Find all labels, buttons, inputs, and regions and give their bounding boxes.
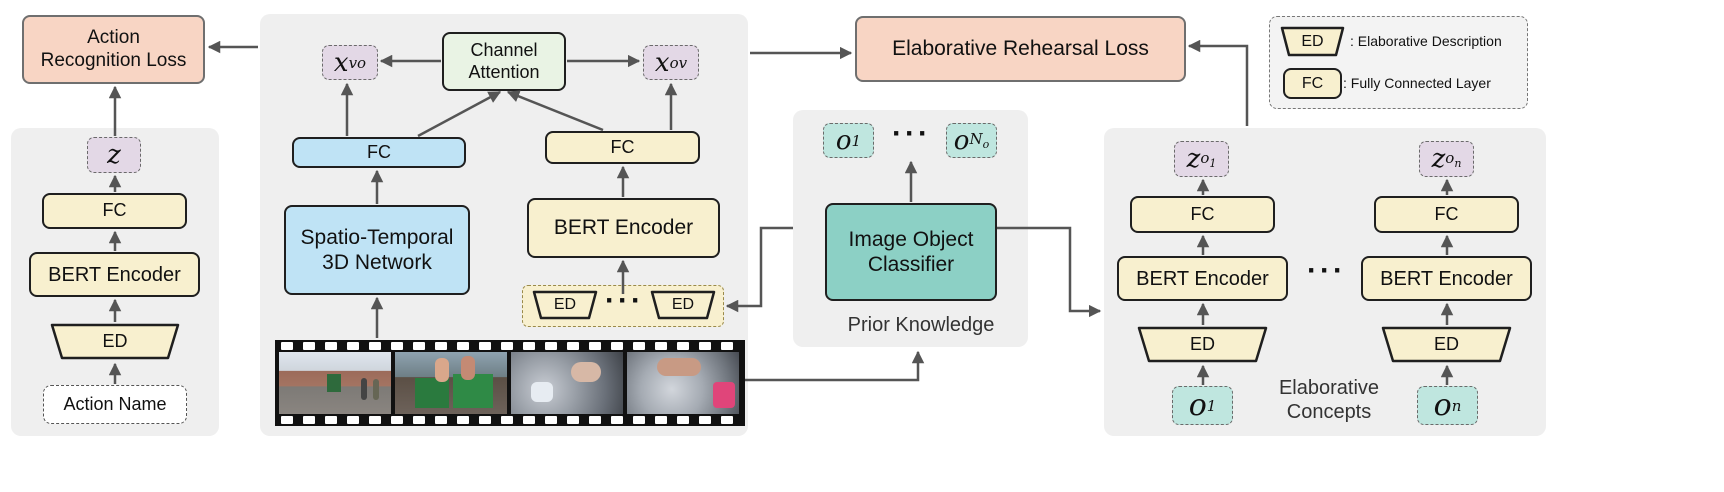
film-perforation	[347, 416, 359, 424]
film-perforation	[655, 342, 667, 350]
film-perforation	[545, 342, 557, 350]
right-ellipsis: ···	[1307, 254, 1346, 287]
film-perforation	[589, 416, 601, 424]
arrow-concepts-to-rehearsal-loss	[1187, 39, 1249, 126]
legend-ed-icon: ED	[1280, 26, 1345, 57]
film-perforation	[391, 342, 403, 350]
film-perforation	[721, 416, 733, 424]
right-fc-box-1: FC	[1130, 196, 1275, 233]
center-ellipsis: ···	[605, 284, 644, 317]
film-perforation	[721, 342, 733, 350]
film-perforation	[479, 342, 491, 350]
video-frame-2	[395, 352, 507, 414]
film-perforation	[523, 416, 535, 424]
film-perforation	[325, 416, 337, 424]
film-perforation	[457, 416, 469, 424]
film-perforation	[369, 416, 381, 424]
film-perforation	[501, 416, 513, 424]
video-frame-1	[279, 352, 391, 414]
film-perforation	[589, 342, 601, 350]
right-fc-box-n: FC	[1374, 196, 1519, 233]
film-perforation	[545, 416, 557, 424]
prior-knowledge-caption: Prior Knowledge	[847, 314, 995, 336]
film-perforation	[699, 416, 711, 424]
prior-ellipsis: ···	[892, 117, 931, 150]
center-bert-encoder-box: BERT Encoder	[527, 198, 720, 258]
elaborative-concepts-caption: Elaborative Concepts	[1278, 377, 1380, 423]
film-perforation	[611, 342, 623, 350]
film-perforation	[391, 416, 403, 424]
film-perforation	[567, 342, 579, 350]
film-perforation	[347, 342, 359, 350]
action-name-box: Action Name	[43, 385, 187, 424]
elaborative-rehearsal-loss-box: Elaborative Rehearsal Loss	[855, 16, 1186, 82]
film-perforation	[457, 342, 469, 350]
right-bert-encoder-box-1: BERT Encoder	[1117, 256, 1288, 301]
right-bert-encoder-box-n: BERT Encoder	[1361, 256, 1532, 301]
video-frame-3	[511, 352, 623, 414]
channel-attention-box: Channel Attention	[442, 32, 566, 91]
film-perforation	[501, 342, 513, 350]
action-recognition-loss-box: Action Recognition Loss	[22, 15, 205, 84]
video-frame-4	[627, 352, 739, 414]
film-perforation	[281, 416, 293, 424]
film-perforation	[567, 416, 579, 424]
film-perforation	[633, 342, 645, 350]
image-object-classifier-box: Image Object Classifier	[825, 203, 997, 301]
video-frames-filmstrip	[275, 340, 745, 426]
film-perforation	[523, 342, 535, 350]
film-perforation	[303, 342, 315, 350]
legend-fc-text: : Fully Connected Layer	[1343, 75, 1491, 91]
film-perforation	[303, 416, 315, 424]
film-perforation	[435, 416, 447, 424]
right-ed-block-1: ED	[1137, 326, 1268, 363]
text-fc-box: FC	[545, 131, 700, 164]
center-ed-block-b: ED	[650, 290, 716, 320]
legend-fc-icon: FC	[1283, 68, 1342, 99]
film-perforation	[479, 416, 491, 424]
film-perforation	[611, 416, 623, 424]
film-perforation	[413, 342, 425, 350]
left-bert-encoder-box: BERT Encoder	[29, 252, 200, 297]
left-ed-block: ED	[50, 323, 180, 360]
video-fc-box: FC	[292, 137, 466, 168]
z-variable: z	[87, 137, 141, 173]
film-perforation	[677, 342, 689, 350]
arrow-film-to-classifier	[745, 350, 925, 382]
legend-ed-text: : Elaborative Description	[1350, 33, 1502, 49]
film-perforation	[655, 416, 667, 424]
film-perforation	[435, 342, 447, 350]
right-ed-block-n: ED	[1381, 326, 1512, 363]
film-perforation	[281, 342, 293, 350]
center-ed-block-a: ED	[532, 290, 598, 320]
spatio-temporal-3d-network-box: Spatio-Temporal 3D Network	[284, 205, 470, 295]
film-perforation	[699, 342, 711, 350]
film-perforation	[325, 342, 337, 350]
film-perforation	[413, 416, 425, 424]
left-fc-box: FC	[42, 193, 187, 229]
film-perforation	[633, 416, 645, 424]
film-perforation	[369, 342, 381, 350]
film-perforation	[677, 416, 689, 424]
